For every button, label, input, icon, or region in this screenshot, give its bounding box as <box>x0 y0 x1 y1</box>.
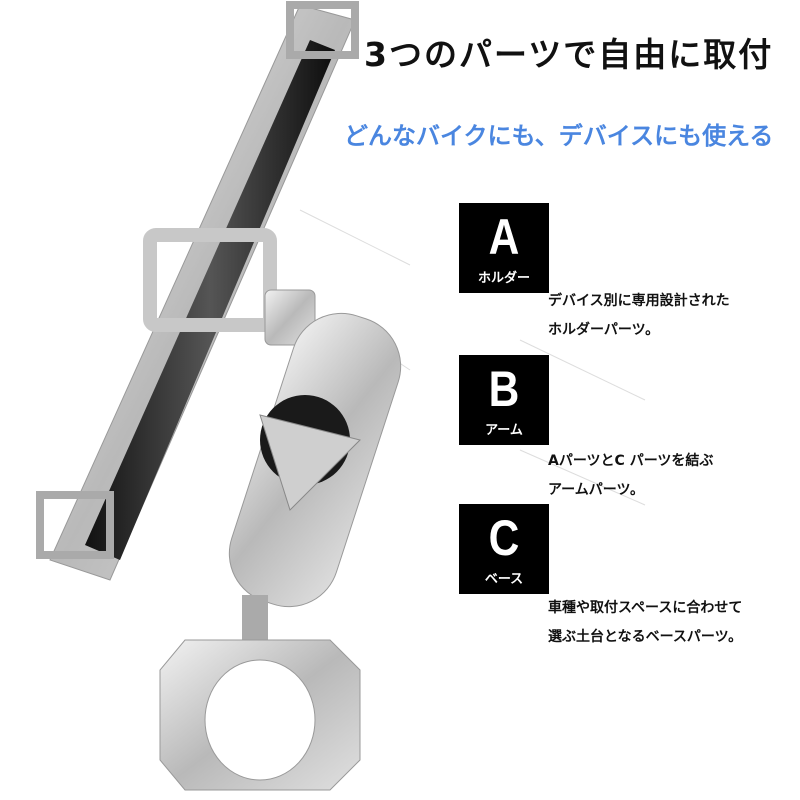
part-name: ベース <box>484 572 524 587</box>
part-letter: C <box>488 510 520 566</box>
part-letter: B <box>488 361 520 417</box>
part-c-badge: C ベース <box>459 504 549 594</box>
desc-line: デバイス別に専用設計された <box>548 293 730 309</box>
part-name: ホルダー <box>477 271 530 286</box>
part-b-description: AパーツとC パーツを結ぶ アームパーツ。 <box>548 447 713 505</box>
part-a-description: デバイス別に専用設計された ホルダーパーツ。 <box>548 287 730 345</box>
headline: 3つのパーツで自由に取付 <box>364 35 774 74</box>
part-letter: A <box>488 209 520 265</box>
part-c-description: 車種や取付スペースに合わせて 選ぶ土台となるベースパーツ。 <box>548 594 742 652</box>
base-part <box>159 595 361 791</box>
part-name: アーム <box>485 423 523 438</box>
part-b-badge: B アーム <box>459 355 549 445</box>
desc-line: ホルダーパーツ。 <box>548 322 660 338</box>
part-a-badge: A ホルダー <box>459 203 549 293</box>
desc-line: 車種や取付スペースに合わせて <box>548 600 743 616</box>
desc-line: 選ぶ土台となるベースパーツ。 <box>548 629 743 645</box>
arm-part <box>228 312 402 608</box>
desc-line: AパーツとC パーツを結ぶ <box>548 453 714 469</box>
desc-line: アームパーツ。 <box>548 482 645 498</box>
subheadline: どんなバイクにも、デバイスにも使える <box>344 122 774 150</box>
